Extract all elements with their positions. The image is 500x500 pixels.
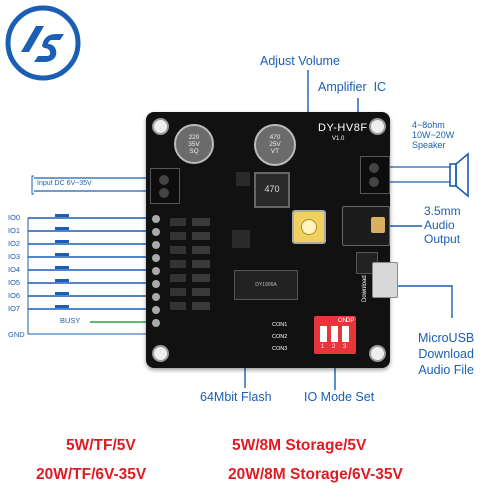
microusb-label: MicroUSB Download Audio File — [418, 331, 475, 377]
io4-label: IO4 — [8, 265, 21, 274]
input-dc-bracket — [31, 175, 34, 195]
io3-label: IO3 — [8, 252, 21, 261]
dip-dp-label: DP — [346, 318, 355, 324]
resistor-column-2 — [192, 212, 210, 332]
capacitor-220: 220 35V SQ — [174, 124, 214, 164]
io0-label: IO0 — [8, 213, 21, 222]
speaker-terminal — [360, 156, 390, 194]
board-model: DY-HV8F — [318, 122, 368, 134]
flash-chip: DY1906A — [234, 270, 298, 300]
dip-toggle-1[interactable] — [320, 326, 327, 342]
power-terminal — [150, 168, 180, 204]
board-version: V1.0 — [332, 136, 345, 142]
amplifier-ic-label: Amplifier IC — [318, 80, 387, 94]
mount-hole — [152, 118, 169, 135]
adjust-volume-label: Adjust Volume — [260, 54, 340, 68]
mount-hole — [152, 345, 169, 362]
io7-label: IO7 — [8, 304, 21, 313]
io-wires — [28, 217, 152, 310]
speaker-icon — [449, 152, 469, 198]
micro-usb-port[interactable] — [372, 262, 398, 298]
volume-potentiometer[interactable] — [292, 210, 326, 244]
dip-on-label: ON — [338, 318, 347, 324]
busy-label: BUSY — [60, 316, 81, 325]
io-switches — [55, 214, 69, 308]
con2-label: CON2 — [272, 334, 288, 340]
dip-number-3: 3 — [343, 344, 347, 350]
dip-switch[interactable]: ON DP 1 2 3 — [314, 316, 356, 354]
io5-label: IO5 — [8, 278, 21, 287]
dip-number-1: 1 — [321, 344, 325, 350]
audio-jack[interactable] — [342, 206, 390, 246]
capacitor-470: 470 25V VT — [254, 124, 296, 166]
small-chip — [236, 172, 250, 186]
gnd-label: GND — [8, 330, 25, 339]
spec-left-bottom: 20W/TF/6V-35V — [36, 466, 147, 483]
con1-label: CON1 — [272, 322, 288, 328]
dip-toggle-2[interactable] — [331, 326, 338, 342]
pcb-board: 220 35V SQ 470 25V VT DY-HV8F V1.0 470 D… — [146, 112, 398, 368]
mount-hole — [369, 345, 386, 362]
logo — [4, 4, 82, 82]
dip-number-2: 2 — [332, 344, 336, 350]
input-dc-label: Input DC 6V~35V — [37, 180, 92, 187]
spec-right-bottom: 20W/8M Storage/6V-35V — [228, 466, 403, 483]
io6-label: IO6 — [8, 291, 21, 300]
mount-hole — [369, 118, 386, 135]
flash-label: 64Mbit Flash — [200, 390, 272, 404]
io1-label: IO1 — [8, 226, 21, 235]
io-pin-header — [150, 212, 162, 338]
io2-label: IO2 — [8, 239, 21, 248]
small-chip — [232, 230, 250, 248]
microusb-line — [392, 285, 453, 318]
gnd-wire — [27, 218, 154, 335]
io-mode-label: IO Mode Set — [304, 390, 375, 404]
inductor: 470 — [254, 172, 290, 208]
con3-label: CON3 — [272, 346, 288, 352]
audio-output-label: 3.5mm Audio Output — [424, 204, 461, 246]
spec-left-top: 5W/TF/5V — [66, 437, 136, 454]
resistor-column — [170, 212, 186, 332]
dip-toggle-3[interactable] — [342, 326, 349, 342]
download-label: Download — [362, 275, 368, 302]
s-logo-icon — [5, 5, 81, 81]
speaker-label: 4~8ohm 10W~20W Speaker — [412, 120, 455, 150]
spec-right-top: 5W/8M Storage/5V — [232, 437, 367, 454]
